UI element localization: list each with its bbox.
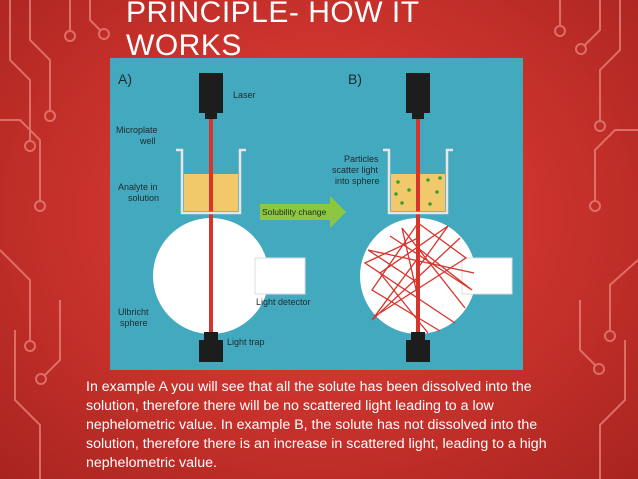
microplate-well-a	[176, 148, 246, 215]
light-trap-label: Light trap	[227, 337, 265, 347]
light-trap-a	[204, 332, 218, 340]
microplate-label-2: well	[139, 136, 156, 146]
panel-a	[153, 73, 306, 362]
scattered-light-rays	[363, 222, 475, 334]
solubility-change-arrow	[260, 196, 346, 228]
panel-b-label: B)	[348, 71, 362, 87]
microplate-label-1: Microplate	[116, 125, 158, 135]
panel-a-label: A)	[118, 71, 132, 87]
laser-b	[406, 73, 430, 113]
laser-label: Laser	[233, 90, 256, 100]
particles-label-1: Particles	[344, 154, 379, 164]
solubility-change-label: Solubility change	[262, 207, 327, 217]
analyte-label-1: Analyte in	[118, 182, 158, 192]
panel-b	[360, 73, 513, 362]
light-detector-label: Light detector	[256, 297, 311, 307]
microplate-well-b	[383, 148, 453, 215]
particles	[394, 176, 442, 206]
explanation-text: In example A you will see that all the s…	[86, 379, 547, 471]
title-line-2: WORKS	[126, 29, 242, 62]
ulbricht-label-2: sphere	[120, 318, 148, 328]
light-trap-b	[411, 332, 425, 340]
particles-label-2: scatter light	[332, 165, 379, 175]
title-line-1: PRINCIPLE- HOW IT	[126, 0, 420, 29]
light-detector-a	[254, 257, 306, 295]
ulbricht-label-1: Ulbricht	[118, 307, 149, 317]
laser-a	[199, 73, 223, 113]
slide-title: PRINCIPLE- HOW IT WORKS	[126, 0, 546, 62]
analyte-label-2: solution	[128, 193, 159, 203]
particles-label-3: into sphere	[335, 176, 380, 186]
nephelometry-diagram: A) B) Laser Microplate well Analyte in s…	[110, 58, 523, 370]
